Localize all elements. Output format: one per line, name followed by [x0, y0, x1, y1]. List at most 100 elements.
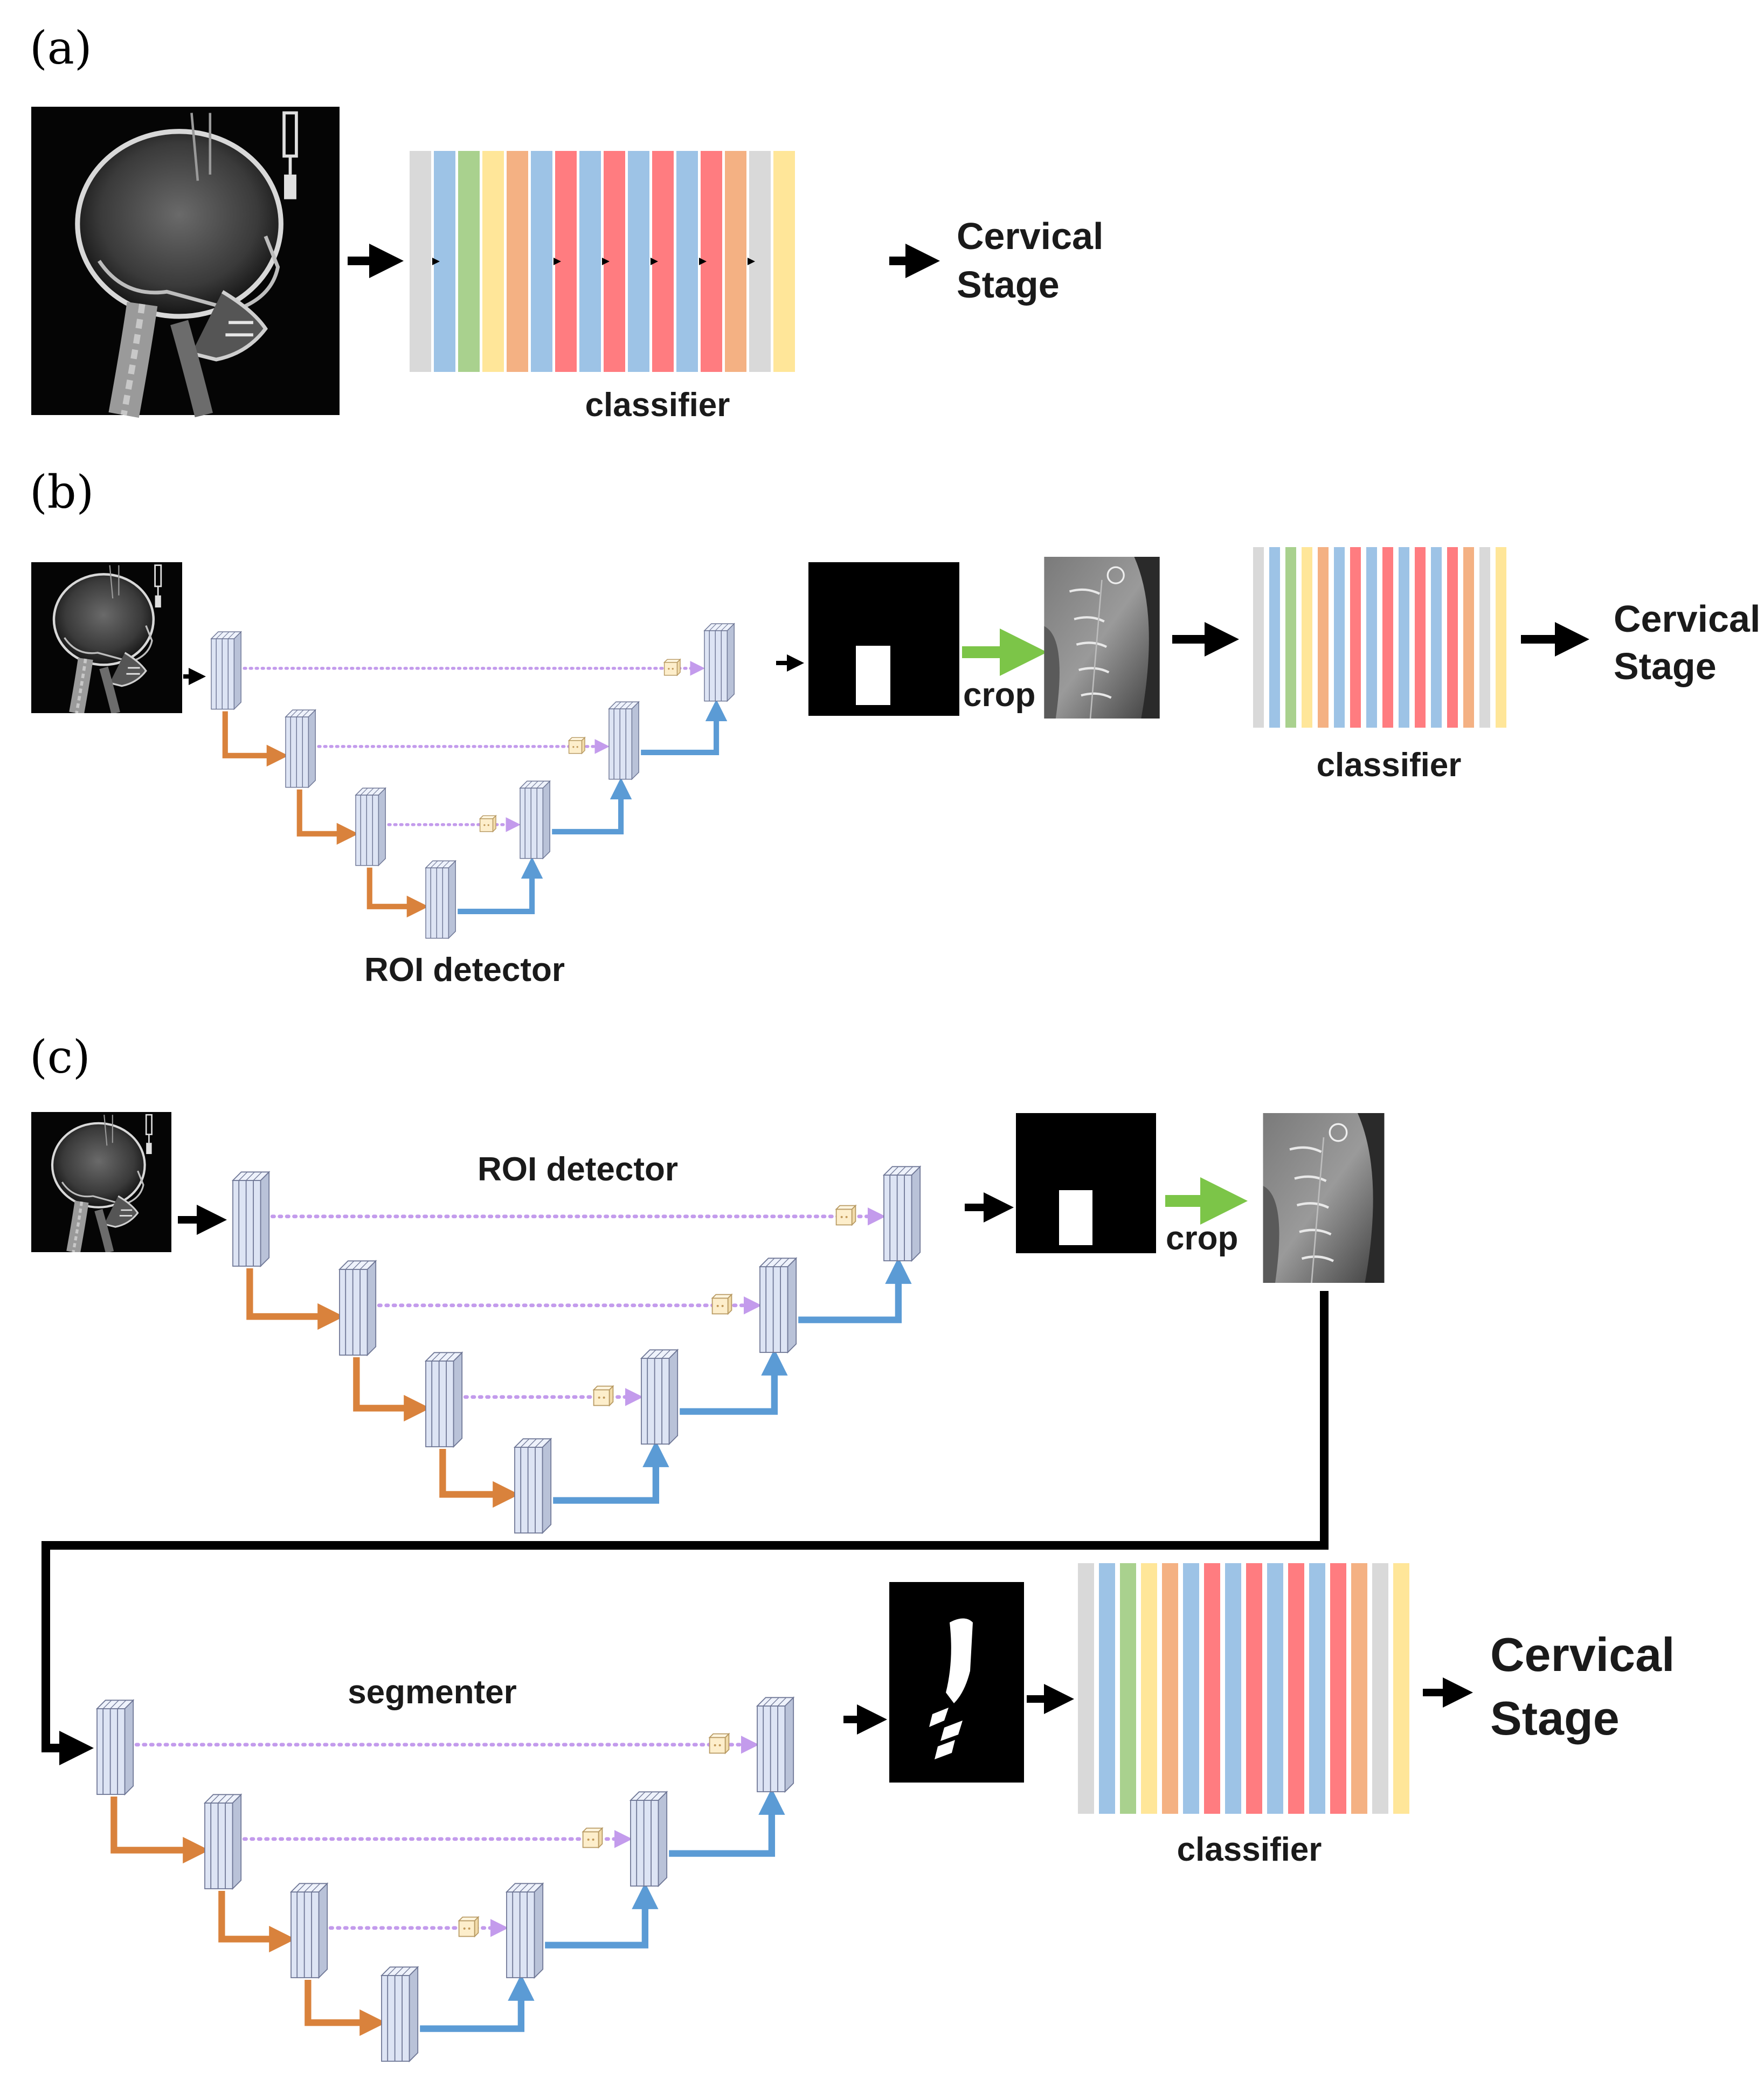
downsample-arrow — [222, 711, 289, 767]
panel-label-c: (c) — [30, 1031, 91, 1083]
conv-block — [355, 788, 386, 866]
conv-block — [211, 631, 241, 710]
classifier-layer — [579, 151, 601, 372]
classifier-layer — [1078, 1563, 1094, 1814]
classifier-layer — [458, 151, 480, 372]
copy-crop-icon — [458, 1916, 479, 1937]
classifier-layer — [1330, 1563, 1346, 1814]
classifier-layer — [725, 151, 746, 372]
conv-block — [759, 1258, 797, 1353]
upsample-arrow — [420, 1974, 535, 2032]
classifier-layer — [1382, 547, 1393, 728]
roi-detector-unet — [232, 1166, 921, 1534]
connector-arrow-icon — [41, 1291, 1329, 1765]
downsample-arrow — [218, 1891, 296, 1953]
classifier-network — [410, 151, 795, 372]
conv-block — [339, 1260, 377, 1356]
xray-input-image — [31, 1112, 171, 1252]
arrow-icon — [699, 258, 707, 265]
segmentation-mask-image — [889, 1582, 1024, 1783]
downsample-arrow — [439, 1449, 520, 1508]
downsample-arrow — [366, 867, 429, 918]
upsample-arrow — [553, 1440, 669, 1504]
roi-detector-label: ROI detector — [478, 1151, 678, 1188]
classifier-layer — [1246, 1563, 1262, 1814]
conv-block — [883, 1166, 921, 1261]
upsample-arrow — [680, 1349, 788, 1415]
classifier-layer — [1372, 1563, 1388, 1814]
conv-block — [204, 1794, 242, 1889]
arrow-icon — [554, 258, 561, 265]
classifier-layer — [1204, 1563, 1220, 1814]
classifier-layer — [1302, 547, 1312, 728]
classifier-layer — [531, 151, 552, 372]
classifier-layer — [773, 151, 795, 372]
classifier-label: classifier — [1177, 1831, 1322, 1868]
conv-block — [425, 860, 456, 939]
classifier-layer — [1318, 547, 1329, 728]
segmenter-label: segmenter — [348, 1674, 517, 1711]
downsample-arrow — [246, 1268, 344, 1330]
crop-label: crop — [1166, 1220, 1238, 1257]
conv-block — [285, 709, 316, 788]
conv-block — [232, 1171, 270, 1267]
copy-crop-icon — [835, 1205, 856, 1226]
classifier-layer — [1309, 1563, 1325, 1814]
classifier-layer — [1141, 1563, 1157, 1814]
classifier-layer — [410, 151, 431, 372]
conv-block — [630, 1791, 668, 1887]
conv-block — [520, 781, 550, 859]
output-label-line1: Cervical — [1614, 598, 1760, 640]
roi-detector-label: ROI detector — [364, 951, 565, 989]
upsample-arrow — [641, 699, 728, 756]
classifier-layer — [1496, 547, 1506, 728]
upsample-arrow — [458, 857, 543, 915]
conv-block — [96, 1700, 134, 1795]
arrow-icon — [748, 258, 755, 265]
classifier-network — [1253, 547, 1506, 728]
classifier-layer — [1350, 547, 1361, 728]
copy-crop-icon — [593, 1385, 614, 1406]
output-label-line2: Stage — [1490, 1691, 1620, 1745]
roi-detector-unet — [211, 623, 735, 939]
arrow-icon — [651, 258, 658, 265]
classifier-layer — [1162, 1563, 1178, 1814]
arrow-icon — [432, 258, 440, 265]
classifier-layer — [1288, 1563, 1304, 1814]
classifier-layer — [676, 151, 698, 372]
classifier-network — [1078, 1563, 1409, 1814]
upsample-arrow — [552, 777, 632, 835]
classifier-layer — [1415, 547, 1426, 728]
output-label-line2: Stage — [1614, 645, 1717, 687]
classifier-layer — [1099, 1563, 1115, 1814]
classifier-layer — [1351, 1563, 1367, 1814]
downsample-arrow — [353, 1357, 431, 1422]
classifier-layer — [1393, 1563, 1409, 1814]
classifier-layer — [1447, 547, 1458, 728]
classifier-layer — [628, 151, 649, 372]
conv-block — [608, 701, 639, 780]
copy-crop-icon — [709, 1733, 730, 1754]
roi-mask-image — [808, 562, 959, 716]
upsample-arrow — [545, 1882, 659, 1949]
conv-block — [290, 1883, 328, 1978]
cropped-spine-image — [1263, 1113, 1385, 1283]
classifier-layer — [1285, 547, 1296, 728]
conv-block — [381, 1966, 419, 2062]
conv-block — [704, 623, 735, 702]
classifier-layer — [1366, 547, 1377, 728]
classifier-label: classifier — [585, 386, 730, 424]
classifier-layer — [1183, 1563, 1199, 1814]
classifier-layer — [1120, 1563, 1136, 1814]
classifier-layer — [1225, 1563, 1241, 1814]
classifier-layer — [1463, 547, 1474, 728]
output-label-line1: Cervical — [957, 215, 1103, 257]
crop-label: crop — [963, 676, 1035, 714]
output-label-line1: Cervical — [1490, 1628, 1675, 1681]
classifier-layer — [507, 151, 528, 372]
conv-block — [757, 1697, 794, 1792]
classifier-layer — [1479, 547, 1490, 728]
roi-mask-image — [1016, 1113, 1156, 1253]
xray-input-image — [31, 562, 182, 713]
